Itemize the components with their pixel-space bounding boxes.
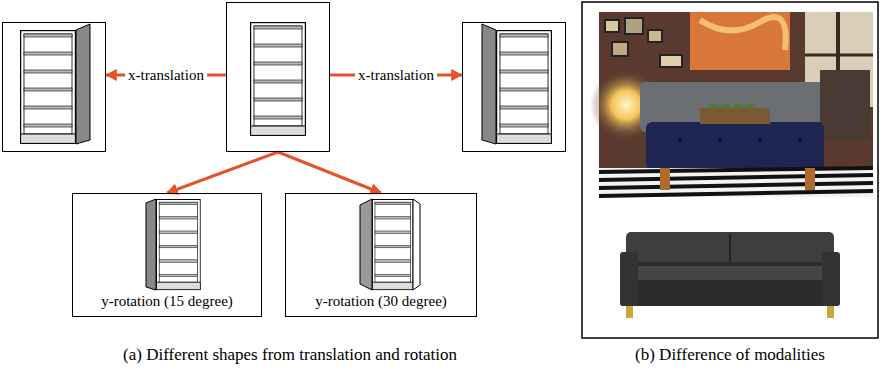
caption: (b) Difference of modalities	[635, 345, 825, 365]
image-box: y-rotation (15 degree)	[72, 193, 262, 317]
rotation-label: y-rotation (15 degree)	[95, 293, 239, 316]
rotation-label: y-rotation (30 degree)	[309, 293, 453, 316]
image-box	[462, 22, 566, 152]
edge-label: x-translation	[355, 67, 437, 84]
edge-label: x-translation	[125, 67, 207, 84]
image-box	[2, 22, 106, 152]
transform-arrow	[167, 152, 278, 193]
image-box	[226, 2, 330, 152]
transform-arrow	[278, 152, 381, 193]
image-box: y-rotation (30 degree)	[285, 193, 477, 317]
caption: (a) Different shapes from translation an…	[123, 345, 457, 365]
